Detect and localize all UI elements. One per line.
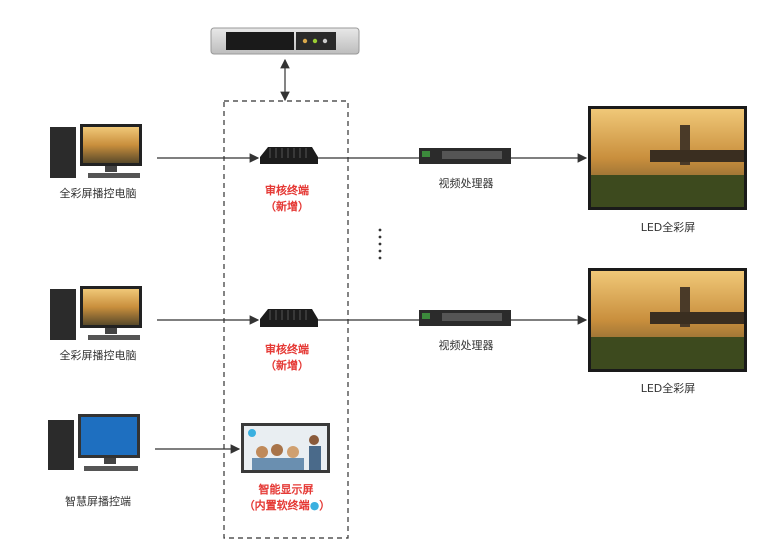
pc2-label: 全彩屏播控电脑	[59, 349, 137, 362]
shield-icon: ●	[309, 499, 320, 512]
video-processor-icon-2	[419, 310, 511, 326]
smart-display-sublabel-end: ）	[319, 499, 331, 512]
pc1-label: 全彩屏播控电脑	[59, 187, 137, 200]
processor1-label: 视频处理器	[438, 177, 494, 190]
processor2-label: 视频处理器	[438, 339, 494, 352]
smart-display-label: 智能显示屏	[258, 483, 314, 496]
smart-screen-controller-icon	[48, 414, 140, 471]
desktop-computer-icon-1	[50, 124, 142, 178]
audit-terminal-box-icon-2	[260, 309, 318, 327]
terminal2-label: 审核终端	[265, 343, 309, 356]
led1-label: LED全彩屏	[640, 221, 696, 234]
terminal2-sublabel: （新增）	[265, 359, 309, 372]
pc3-label: 智慧屏播控端	[65, 495, 131, 508]
video-processor-icon-1	[419, 148, 511, 164]
led-fullcolor-screen-icon-2	[588, 268, 747, 372]
rack-server-icon	[210, 27, 360, 55]
desktop-computer-icon-2	[50, 286, 142, 340]
smart-display-sublabel-text: （内置软终端	[243, 499, 310, 512]
audit-terminal-box-icon-1	[260, 147, 318, 164]
terminal1-label: 审核终端	[265, 184, 309, 197]
smart-display-icon	[241, 423, 330, 473]
led-fullcolor-screen-icon-1	[588, 106, 747, 210]
led2-label: LED全彩屏	[640, 382, 696, 395]
ellipsis-dots	[378, 228, 382, 260]
terminal1-sublabel: （新增）	[265, 200, 309, 213]
smart-display-sublabel: （内置软终端●）	[222, 497, 352, 513]
